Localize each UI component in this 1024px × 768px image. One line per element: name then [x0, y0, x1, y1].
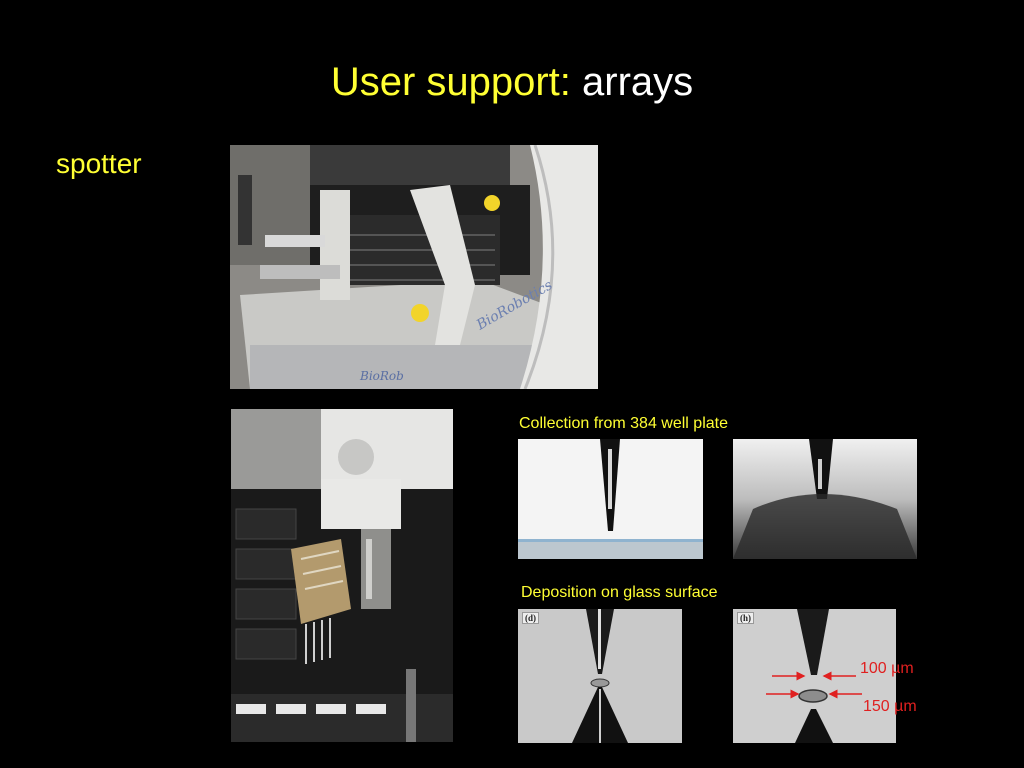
panel-tag-d: (d): [522, 612, 539, 624]
micrograph-collection-1: [518, 439, 703, 559]
measure-top: 100 µm: [860, 660, 914, 677]
caption-deposition: Deposition on glass surface: [521, 584, 718, 601]
caption-collection: Collection from 384 well plate: [519, 415, 728, 432]
panel-tag-h: (h): [737, 612, 754, 624]
pin-head-photo: [231, 409, 453, 742]
title-accent: User support:: [330, 60, 571, 104]
svg-text:BioRob: BioRob: [359, 369, 404, 383]
spotter-robot-photo: BioRobotics BioRob: [230, 145, 598, 389]
title-rest: arrays: [582, 60, 694, 104]
measurement-arrows: [766, 671, 862, 699]
micrograph-deposition-h: (h): [733, 609, 896, 743]
bullet-spotter: spotter: [56, 148, 142, 179]
measure-bottom: 150 µm: [863, 698, 917, 715]
slide-title: User support: arrays: [0, 58, 1024, 106]
micrograph-collection-2: [733, 439, 917, 559]
micrograph-deposition-d: (d): [518, 609, 682, 743]
